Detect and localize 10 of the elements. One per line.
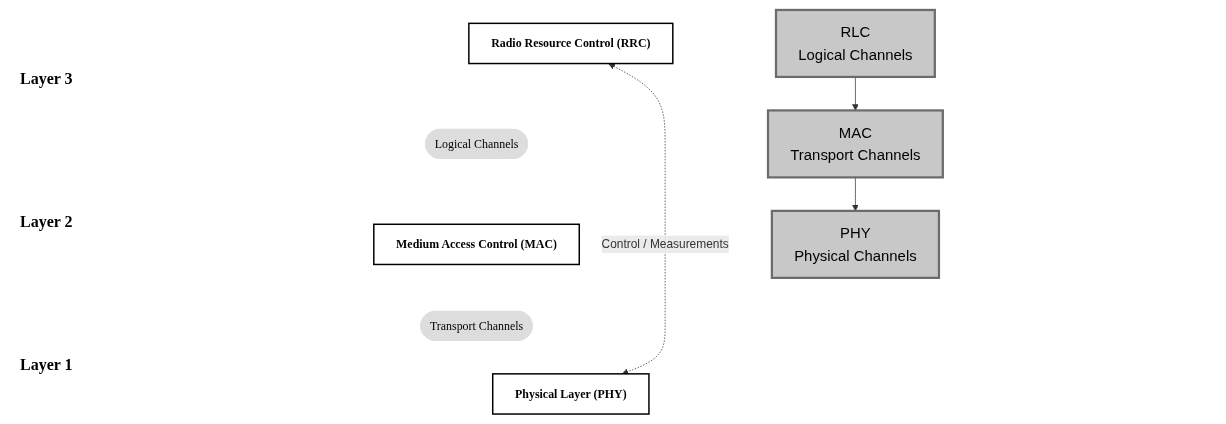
node-box: Medium Access Control (MAC) xyxy=(372,223,580,266)
layer-label: Layer 2 xyxy=(20,213,74,231)
node-box: PHY Physical Channels xyxy=(770,209,940,279)
node-box: Physical Layer (PHY) xyxy=(491,373,650,415)
layer-label: Layer 3 xyxy=(20,70,74,88)
layer-label: Layer 1 xyxy=(20,356,74,374)
edge-label: Control / Measurements xyxy=(601,237,729,251)
node-box: RLC Logical Channels xyxy=(774,8,936,79)
node-box: Radio Resource Control (RRC) xyxy=(467,22,674,65)
node-box: MAC Transport Channels xyxy=(766,109,944,179)
